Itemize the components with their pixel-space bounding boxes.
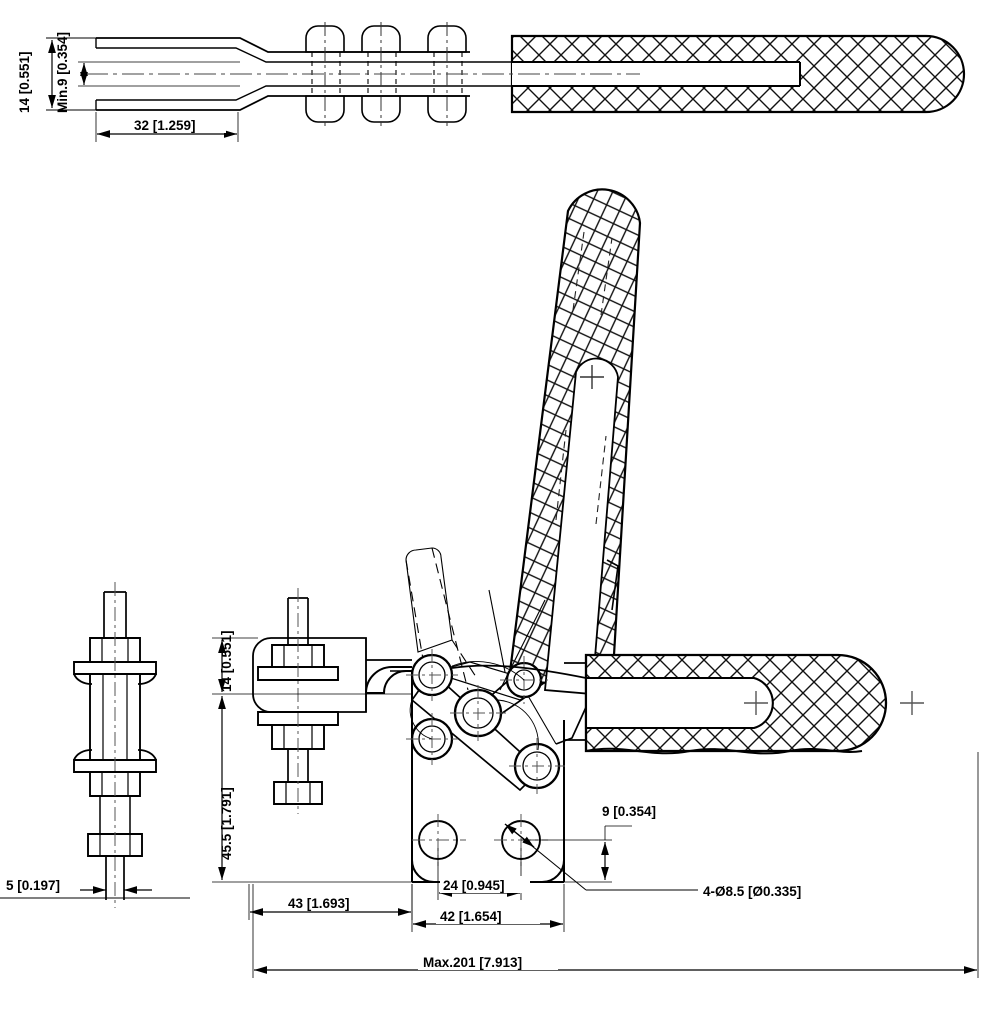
side-view-dimensions xyxy=(212,637,979,978)
dim-24: 24 [0.945] xyxy=(443,878,505,893)
dim-14-top: 14 [0.551] xyxy=(17,51,32,113)
dim-45-5: 45.5 [1.791] xyxy=(219,787,234,860)
spindle-dimension xyxy=(0,880,190,900)
dim-hole-callout: 4-Ø8.5 [Ø0.335] xyxy=(703,884,801,899)
dim-32: 32 [1.259] xyxy=(134,118,196,133)
dim-14-side: 14 [0.551] xyxy=(219,630,234,692)
dim-max-201: Max.201 [7.913] xyxy=(423,955,522,970)
top-view-handle-grip xyxy=(510,34,966,114)
spindle-detail-view xyxy=(73,582,157,908)
top-view xyxy=(86,22,966,126)
dim-5: 5 [0.197] xyxy=(6,878,60,893)
side-view-lever-open xyxy=(405,188,642,745)
dim-min9: Min.9 [0.354] xyxy=(55,32,70,113)
lever-grip xyxy=(507,188,642,695)
side-view-handle-grip xyxy=(564,653,924,755)
dim-43: 43 [1.693] xyxy=(288,896,350,911)
side-view-pivot-cluster xyxy=(406,649,565,794)
clamp-bar-curve xyxy=(451,664,587,679)
dim-42: 42 [1.654] xyxy=(440,909,502,924)
side-view-spindle-assembly xyxy=(257,588,339,814)
top-view-dimensions xyxy=(46,37,240,142)
dim-9: 9 [0.354] xyxy=(602,804,656,819)
